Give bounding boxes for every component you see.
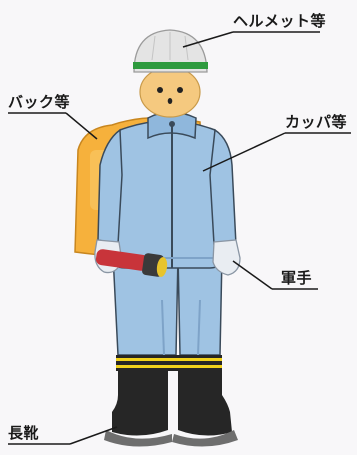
raincoat-label: カッパ等 — [285, 113, 348, 131]
boots-label: 長靴 — [8, 424, 40, 442]
callout-lines — [8, 31, 351, 445]
helmet — [133, 29, 208, 73]
flashlight-icon — [95, 249, 168, 277]
boots — [104, 371, 238, 447]
raincoat — [97, 111, 237, 269]
reflective-band — [116, 355, 222, 371]
gloves-label: 軍手 — [281, 269, 313, 287]
helmet-label: ヘルメット等 — [233, 12, 327, 30]
head — [139, 66, 201, 118]
pants — [112, 254, 223, 356]
backpack-label: バック等 — [8, 93, 71, 111]
